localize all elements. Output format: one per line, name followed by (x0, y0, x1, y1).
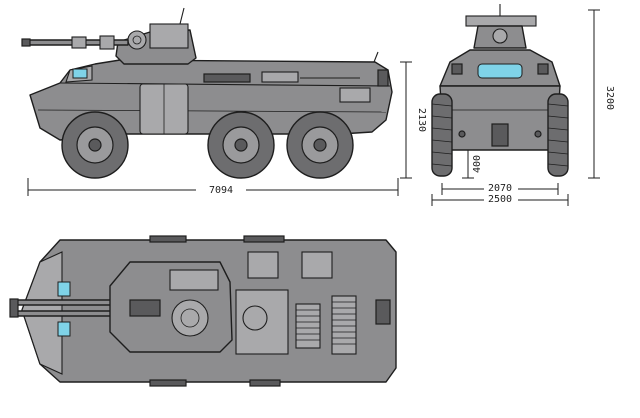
front-tire-left (431, 93, 453, 177)
front-tire-right (547, 93, 569, 177)
top-hatch-left (247, 251, 279, 279)
side-antenna-base (373, 51, 379, 63)
side-view: 7094 2130 (21, 7, 427, 196)
front-height-dimension: 3200 (588, 9, 615, 179)
clearance-label: 400 (472, 155, 483, 173)
top-stowage-rear (243, 235, 285, 243)
side-height-label: 2130 (416, 108, 427, 132)
top-muzzle (9, 298, 19, 318)
front-tow-hook (491, 123, 509, 147)
front-bolt-left (458, 130, 466, 138)
front-right-light (537, 63, 549, 75)
top-step-rear (249, 379, 281, 387)
clearance-dimension: 400 (462, 149, 483, 179)
front-left-light (451, 63, 463, 75)
track-label: 2070 (488, 183, 512, 194)
top-periscope-left (57, 281, 71, 297)
front-launcher-bar (465, 15, 537, 27)
side-turret-box (149, 23, 189, 49)
front-gun-mantlet (492, 28, 508, 44)
top-stowage-front (149, 235, 187, 243)
top-view (9, 235, 397, 387)
side-barrel-cradle (99, 35, 115, 50)
side-window (72, 68, 88, 79)
front-height-label: 3200 (604, 86, 615, 110)
side-wheel-rear (286, 111, 354, 179)
top-engine-access (242, 305, 268, 331)
front-bolt-right (534, 130, 542, 138)
side-stowage-box (203, 73, 251, 83)
side-stowage-rack (261, 71, 299, 83)
side-turret-antenna (179, 7, 185, 25)
side-gun-mantlet (127, 30, 147, 50)
front-windshield (477, 63, 523, 79)
top-turret-cupola (171, 299, 209, 337)
top-gun-housing (129, 299, 161, 317)
top-grille-right (331, 295, 357, 355)
top-grille-left (295, 303, 321, 349)
front-view: 3200 400 2070 2500 (431, 4, 615, 206)
top-step-front (149, 379, 187, 387)
side-wheel-front (61, 111, 129, 179)
length-label: 7094 (209, 185, 233, 196)
top-cupola-ring (180, 308, 200, 328)
top-hatch-right (301, 251, 333, 279)
side-deck-line (59, 82, 391, 87)
side-mantlet-ring (132, 35, 142, 45)
side-barrel-sleeve (71, 36, 87, 49)
top-periscope-right (57, 321, 71, 337)
side-height-dimension: 2130 (400, 61, 427, 179)
width-label: 2500 (488, 194, 512, 205)
side-lower-line (37, 109, 387, 113)
length-dimension: 7094 (27, 178, 399, 196)
side-hatch-panel (339, 87, 371, 103)
track-dimension: 2070 (441, 182, 559, 195)
width-dimension: 2500 (431, 193, 569, 206)
side-rear-light (377, 69, 389, 87)
side-wheel-middle (207, 111, 275, 179)
top-turret-hatch (169, 269, 219, 291)
top-rear-door (375, 299, 391, 325)
side-muzzle (21, 38, 31, 47)
